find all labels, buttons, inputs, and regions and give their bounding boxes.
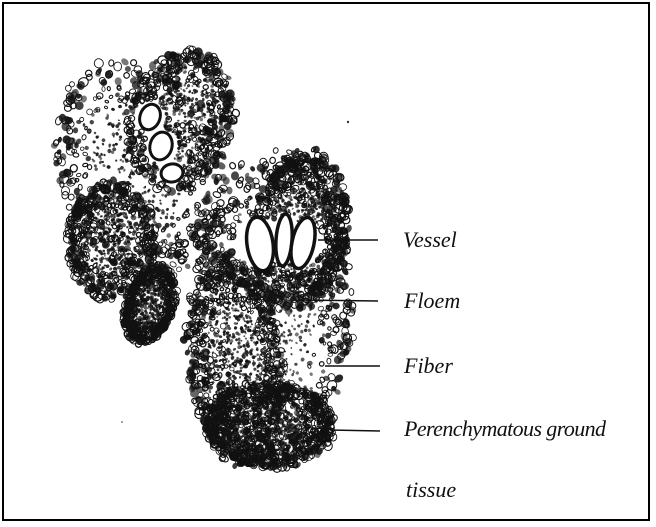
right-vessels	[243, 214, 319, 273]
ground-tissue-label-line2: tissue	[406, 479, 456, 501]
left-vessel-1	[136, 101, 164, 132]
floem-pointer	[300, 300, 378, 301]
fiber-label: Fiber	[404, 355, 453, 377]
ground-pointer	[330, 430, 380, 431]
right-vessel-1	[243, 215, 276, 272]
vessel-label: Vessel	[403, 229, 457, 251]
ground-tissue-label-line1: Perenchymatous ground	[404, 418, 605, 440]
right-bundle-cells	[178, 146, 357, 473]
left-vessel-2	[147, 130, 175, 163]
floem-label: Floem	[404, 290, 460, 312]
